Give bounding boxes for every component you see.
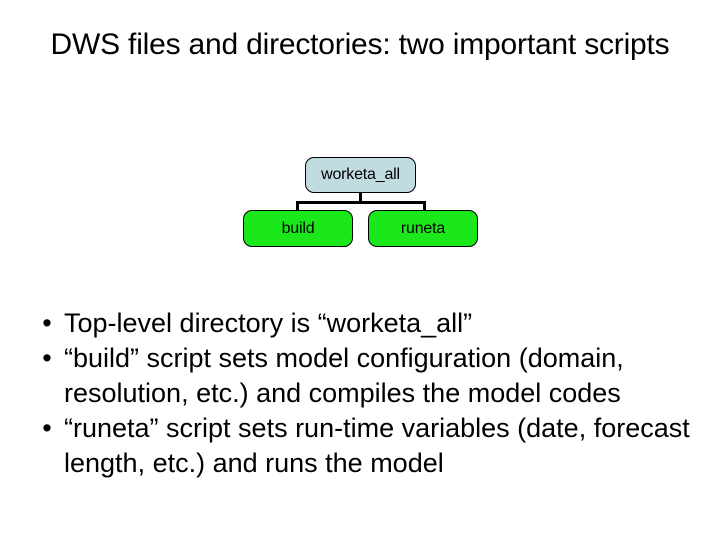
- tree-node-worketa-all[interactable]: worketa_all: [305, 157, 416, 193]
- connector-root-stem: [359, 193, 362, 204]
- list-item-text: “build” script sets model configuration …: [64, 343, 624, 408]
- bullet-marker-icon: •: [42, 413, 52, 443]
- connector-horizontal-bar: [296, 201, 426, 204]
- tree-node-label: build: [281, 219, 315, 237]
- tree-node-build[interactable]: build: [243, 210, 353, 247]
- list-item: • “build” script sets model configuratio…: [32, 341, 692, 411]
- bullet-marker-icon: •: [42, 308, 52, 338]
- list-item: • “runeta” script sets run-time variable…: [32, 411, 692, 481]
- list-item-text: “runeta” script sets run-time variables …: [64, 413, 690, 478]
- connector-drop-runeta: [423, 201, 426, 212]
- bullet-list: • Top-level directory is “worketa_all” •…: [32, 306, 692, 481]
- directory-tree-diagram: worketa_all build runeta: [243, 157, 478, 247]
- bullet-marker-icon: •: [42, 343, 52, 373]
- page-title: DWS files and directories: two important…: [50, 28, 670, 61]
- list-item: • Top-level directory is “worketa_all”: [32, 306, 692, 341]
- connector-drop-build: [296, 201, 299, 212]
- list-item-text: Top-level directory is “worketa_all”: [64, 308, 473, 338]
- tree-node-label: runeta: [400, 219, 446, 237]
- tree-node-label: worketa_all: [321, 166, 400, 183]
- tree-node-runeta[interactable]: runeta: [368, 210, 478, 247]
